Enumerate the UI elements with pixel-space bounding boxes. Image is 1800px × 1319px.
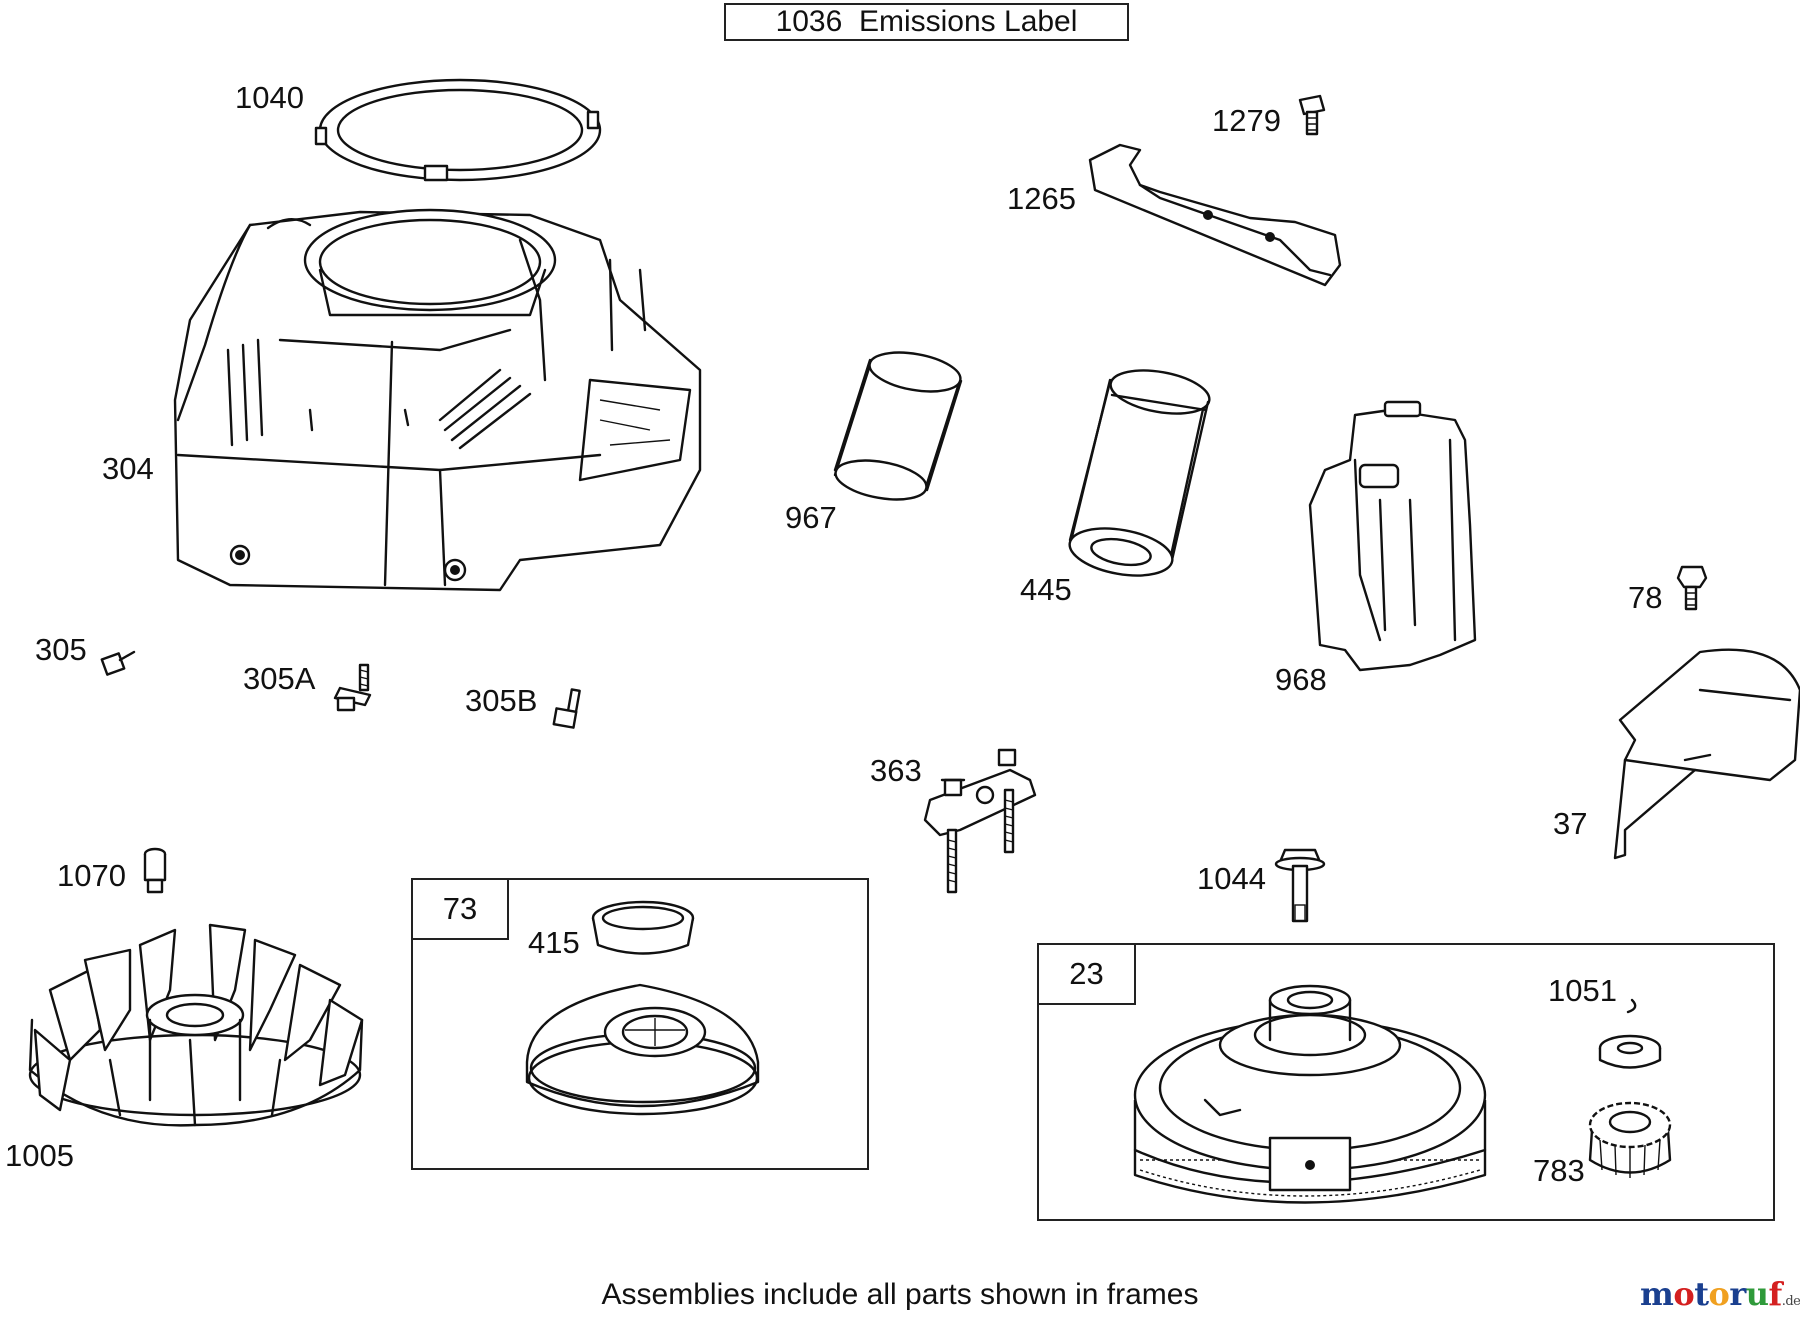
label-968: 968 xyxy=(1275,662,1327,697)
label-967: 967 xyxy=(785,500,837,535)
watermark-suffix: .de xyxy=(1781,1294,1800,1309)
part-1040-ring-drawing xyxy=(314,78,602,182)
part-968-cover-drawing xyxy=(1308,400,1477,672)
part-73-screen-drawing xyxy=(525,983,760,1116)
motoruf-watermark-logo: motoruf.de xyxy=(1640,1275,1800,1313)
label-783: 783 xyxy=(1533,1153,1585,1188)
part-967-tube-drawing xyxy=(833,351,963,501)
label-305B: 305B xyxy=(465,683,538,718)
assembly-frame-73: 73 xyxy=(411,878,869,1170)
part-1051-washer-drawing xyxy=(1598,998,1662,1069)
part-1070-screw-drawing xyxy=(143,847,167,894)
label-37: 37 xyxy=(1553,806,1588,841)
part-415-cap-drawing xyxy=(591,900,695,955)
label-1005: 1005 xyxy=(5,1138,74,1173)
label-363: 363 xyxy=(870,753,922,788)
part-78-bolt-drawing xyxy=(1676,565,1708,611)
assemblies-footnote: Assemblies include all parts shown in fr… xyxy=(601,1278,1199,1311)
part-305A-screw-drawing xyxy=(333,663,372,712)
emissions-label-box: 1036 Emissions Label xyxy=(724,3,1129,41)
watermark-letter: m xyxy=(1640,1275,1674,1313)
part-23-flywheel-drawing xyxy=(1133,984,1487,1204)
part-37-shield-drawing xyxy=(1613,648,1800,860)
part-305-screw-drawing xyxy=(100,650,136,676)
label-445: 445 xyxy=(1020,572,1072,607)
part-305B-screw-drawing xyxy=(552,688,581,729)
watermark-letters: motoruf xyxy=(1640,1275,1782,1313)
label-1051: 1051 xyxy=(1548,973,1617,1008)
watermark-letter: t xyxy=(1694,1275,1709,1313)
watermark-letter: u xyxy=(1745,1275,1769,1313)
part-1044-bolt-drawing xyxy=(1274,848,1326,923)
label-1279: 1279 xyxy=(1212,103,1281,138)
label-415: 415 xyxy=(528,925,580,960)
part-1005-fan-drawing xyxy=(28,923,364,1127)
label-305A: 305A xyxy=(243,661,316,696)
part-445-filter-drawing xyxy=(1068,369,1211,577)
watermark-letter: o xyxy=(1673,1275,1695,1313)
part-304-housing-drawing xyxy=(173,208,702,592)
assembly-frame-23: 23 xyxy=(1037,943,1775,1221)
part-1279-bolt-drawing xyxy=(1298,94,1326,136)
label-1070: 1070 xyxy=(57,858,126,893)
label-304: 304 xyxy=(102,451,154,486)
part-783-gear-drawing xyxy=(1588,1101,1672,1178)
frame-tag-23: 23 xyxy=(1039,945,1136,1005)
watermark-letter: o xyxy=(1708,1275,1730,1313)
label-1265: 1265 xyxy=(1007,181,1076,216)
label-78: 78 xyxy=(1628,580,1663,615)
watermark-letter: r xyxy=(1729,1275,1746,1313)
label-1040: 1040 xyxy=(235,80,304,115)
frame-tag-73: 73 xyxy=(413,880,509,940)
label-305: 305 xyxy=(35,632,87,667)
part-363-bracket-drawing xyxy=(923,748,1037,894)
label-1044: 1044 xyxy=(1197,861,1266,896)
watermark-letter: f xyxy=(1768,1275,1782,1313)
part-1265-bracket-drawing xyxy=(1088,143,1342,287)
